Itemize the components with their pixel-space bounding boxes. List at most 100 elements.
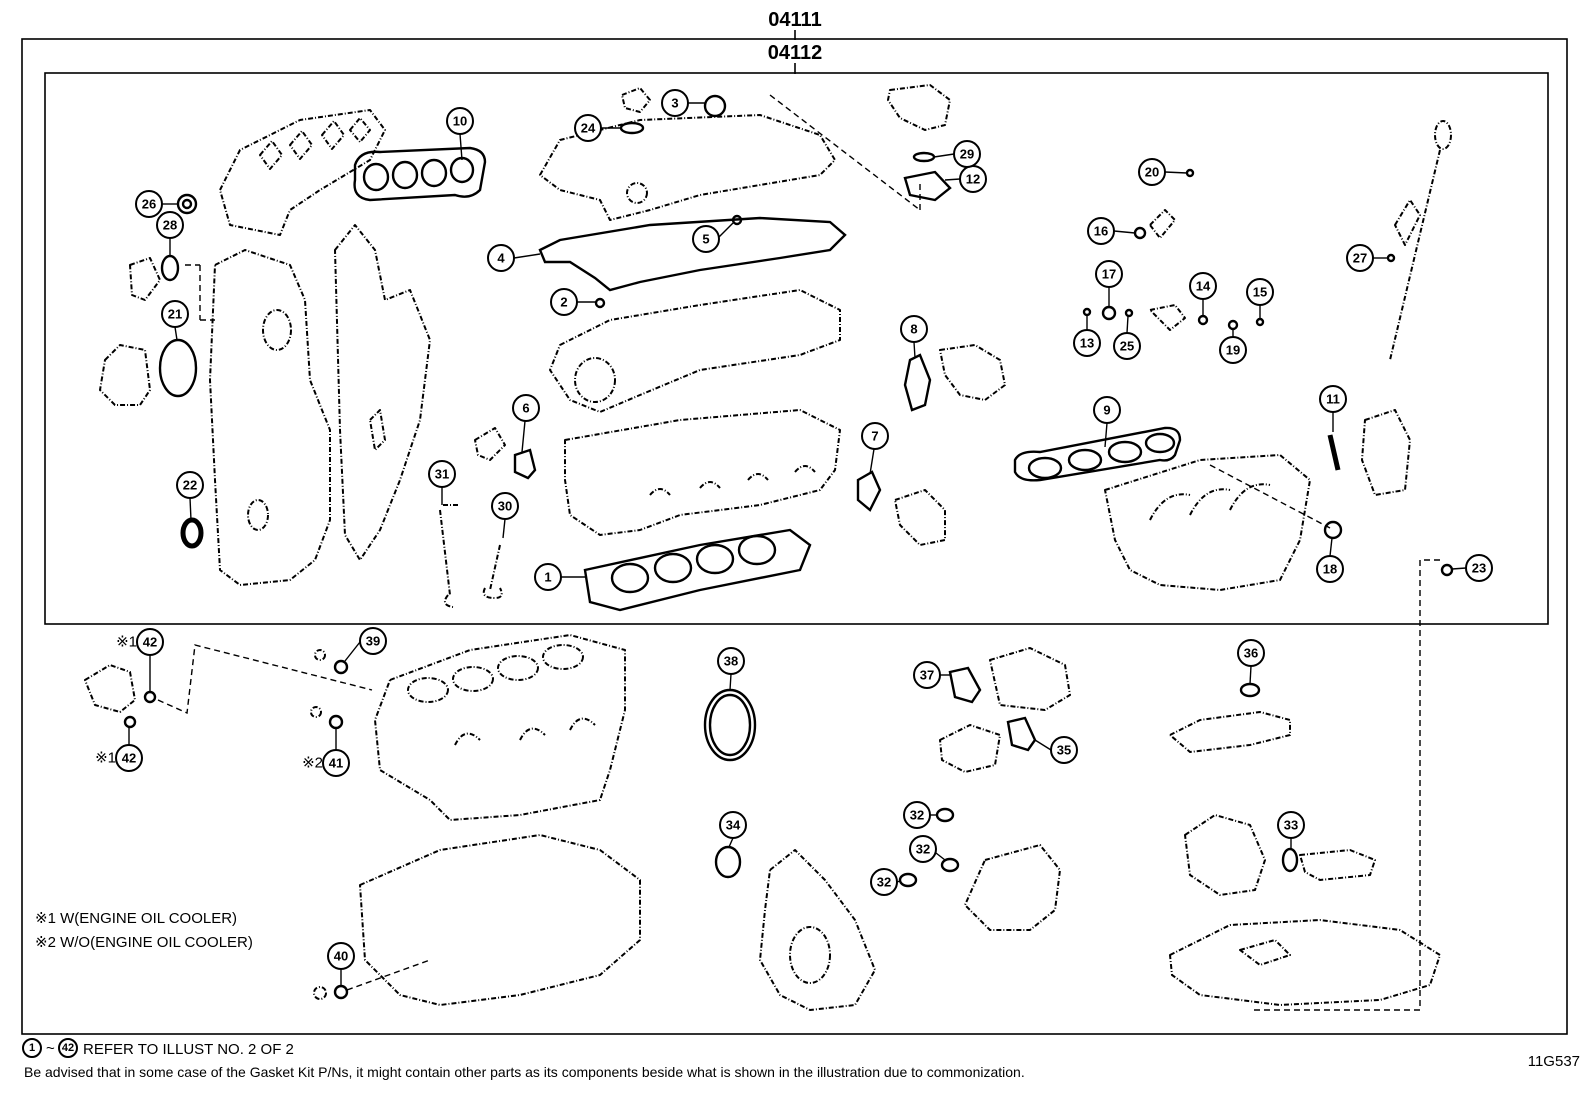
note-with-oil-cooler: ※1 W(ENGINE OIL COOLER) — [35, 910, 237, 927]
svg-text:12: 12 — [966, 172, 980, 187]
callout-14: 14 — [1189, 272, 1217, 300]
svg-text:1: 1 — [29, 1042, 35, 1054]
svg-text:25: 25 — [1120, 339, 1134, 354]
svg-text:10: 10 — [453, 114, 467, 129]
svg-text:6: 6 — [522, 401, 529, 416]
footer-range-separator: ~ — [46, 1040, 55, 1057]
callout-40: 40 — [327, 942, 355, 970]
svg-text:9: 9 — [1103, 403, 1110, 418]
callout-36: 36 — [1237, 639, 1265, 667]
footer-advice: Be advised that in some case of the Gask… — [24, 1064, 1025, 1080]
svg-text:39: 39 — [366, 634, 380, 649]
callout-11: 11 — [1319, 385, 1347, 413]
svg-text:4: 4 — [497, 251, 505, 266]
callout-21: 21 — [161, 300, 189, 328]
callout-39: 39 — [359, 627, 387, 655]
svg-text:35: 35 — [1057, 743, 1071, 758]
svg-text:32: 32 — [910, 808, 924, 823]
svg-text:14: 14 — [1196, 279, 1211, 294]
callout-29: 29 — [953, 140, 981, 168]
callout-37: 37 — [913, 661, 941, 689]
svg-text:15: 15 — [1253, 285, 1267, 300]
callout-28: 28 — [156, 211, 184, 239]
callout-26: 26 — [135, 190, 163, 218]
svg-text:42: 42 — [143, 635, 157, 650]
footer-range-start: 1 — [22, 1038, 42, 1058]
callout-22: 22 — [176, 471, 204, 499]
callout-34: 34 — [719, 811, 747, 839]
svg-text:1: 1 — [544, 570, 551, 585]
svg-text:36: 36 — [1244, 646, 1258, 661]
callout-27: 27 — [1346, 244, 1374, 272]
callout-10: 10 — [446, 107, 474, 135]
callout-38: 38 — [717, 647, 745, 675]
footer-range-end: 42 — [58, 1038, 78, 1058]
callout-33: 33 — [1277, 811, 1305, 839]
callout-20: 20 — [1138, 158, 1166, 186]
inner-kit-frame — [44, 72, 1549, 625]
svg-text:28: 28 — [163, 218, 177, 233]
svg-text:29: 29 — [960, 147, 974, 162]
callout-5: 5 — [692, 225, 720, 253]
callout-15: 15 — [1246, 278, 1274, 306]
svg-text:40: 40 — [334, 949, 348, 964]
svg-text:32: 32 — [877, 875, 891, 890]
callout-7: 7 — [861, 422, 889, 450]
callout-25: 25 — [1113, 332, 1141, 360]
callout-16: 16 — [1087, 217, 1115, 245]
condition-mark-1-upper: ※1 — [116, 634, 137, 651]
svg-text:41: 41 — [329, 756, 343, 771]
svg-text:18: 18 — [1323, 562, 1337, 577]
kit-inner-number: 04112 — [768, 42, 823, 64]
callout-32b: 32 — [909, 835, 937, 863]
svg-text:38: 38 — [724, 654, 738, 669]
svg-text:19: 19 — [1226, 343, 1240, 358]
note-without-oil-cooler: ※2 W/O(ENGINE OIL COOLER) — [35, 934, 253, 951]
svg-text:7: 7 — [871, 429, 878, 444]
svg-text:13: 13 — [1080, 336, 1094, 351]
callout-32a: 32 — [903, 801, 931, 829]
callout-13: 13 — [1073, 329, 1101, 357]
callout-23: 23 — [1465, 554, 1493, 582]
callout-4: 4 — [487, 244, 515, 272]
svg-text:33: 33 — [1284, 818, 1298, 833]
svg-text:31: 31 — [435, 467, 449, 482]
svg-text:17: 17 — [1102, 267, 1116, 282]
footer-refer-text: REFER TO ILLUST NO. 2 OF 2 — [83, 1041, 294, 1058]
condition-mark-1-lower: ※1 — [95, 750, 116, 767]
svg-text:2: 2 — [560, 295, 567, 310]
svg-text:8: 8 — [910, 322, 917, 337]
svg-text:21: 21 — [168, 307, 182, 322]
condition-mark-2: ※2 — [302, 755, 323, 772]
parts-art — [84, 84, 1454, 1011]
illustration-code: 11G537 — [1528, 1053, 1580, 1070]
svg-text:22: 22 — [183, 478, 197, 493]
callout-35: 35 — [1050, 736, 1078, 764]
svg-text:34: 34 — [726, 818, 741, 833]
svg-text:20: 20 — [1145, 165, 1159, 180]
svg-text:42: 42 — [62, 1042, 74, 1054]
callout-42a: 42 — [136, 628, 164, 656]
svg-text:32: 32 — [916, 842, 930, 857]
callout-1: 1 — [534, 563, 562, 591]
svg-text:27: 27 — [1353, 251, 1367, 266]
callout-8: 8 — [900, 315, 928, 343]
callout-24: 24 — [574, 114, 602, 142]
callout-18: 18 — [1316, 555, 1344, 583]
callout-31: 31 — [428, 460, 456, 488]
callout-30: 30 — [491, 492, 519, 520]
callout-2: 2 — [550, 288, 578, 316]
callout-32c: 32 — [870, 868, 898, 896]
callout-19: 19 — [1219, 336, 1247, 364]
outer-kit-frame — [21, 38, 1568, 1035]
svg-text:42: 42 — [122, 751, 136, 766]
callout-17: 17 — [1095, 260, 1123, 288]
kit-outer-number: 04111 — [768, 9, 821, 31]
svg-text:24: 24 — [581, 121, 596, 136]
svg-text:37: 37 — [920, 668, 934, 683]
callout-41: 41 — [322, 749, 350, 777]
callout-12: 12 — [959, 165, 987, 193]
callout-3: 3 — [661, 89, 689, 117]
svg-text:26: 26 — [142, 197, 156, 212]
